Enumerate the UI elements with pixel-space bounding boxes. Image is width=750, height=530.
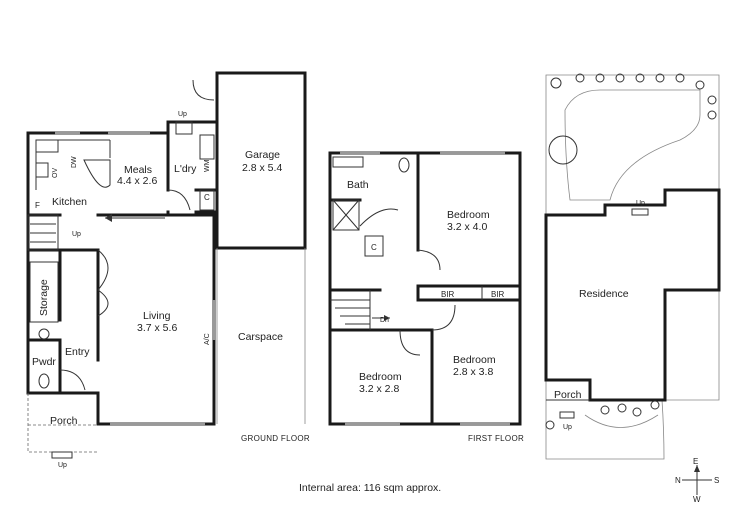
bedroom-1-label: Bedroom bbox=[447, 209, 490, 221]
first-cupboard-label: C bbox=[371, 243, 377, 252]
compass-e: E bbox=[693, 457, 698, 466]
cupboard-label: C bbox=[204, 193, 210, 202]
ground-floor-caption: GROUND FLOOR bbox=[241, 434, 310, 443]
air-con-label: A/C bbox=[204, 333, 211, 345]
laundry-label: L'dry bbox=[174, 163, 197, 175]
dishwasher-label: DW bbox=[71, 156, 78, 168]
compass-icon bbox=[682, 465, 712, 495]
porch-up-label: Up bbox=[58, 462, 67, 469]
ground-floor-plan bbox=[26, 71, 307, 459]
compass-w: W bbox=[693, 495, 701, 504]
garage-dimensions: 2.8 x 5.4 bbox=[242, 162, 282, 174]
meals-dimensions: 4.4 x 2.6 bbox=[117, 175, 157, 187]
site-up-top-label: Up bbox=[636, 200, 645, 207]
living-dimensions: 3.7 x 5.6 bbox=[137, 322, 177, 334]
site-porch-label: Porch bbox=[554, 389, 582, 401]
meals-label: Meals bbox=[124, 164, 152, 176]
bath-label: Bath bbox=[347, 179, 369, 191]
fridge-label: F bbox=[35, 201, 40, 210]
carspace-label: Carspace bbox=[238, 331, 283, 343]
powder-label: Pwdr bbox=[32, 356, 56, 368]
bir-2-label: BIR bbox=[491, 290, 505, 299]
site-plan bbox=[544, 73, 721, 460]
bedroom-3-label: Bedroom bbox=[453, 354, 496, 366]
washing-machine-label: WM bbox=[204, 159, 211, 172]
ground-stairs-up-label: Up bbox=[72, 231, 81, 238]
living-label: Living bbox=[143, 310, 171, 322]
compass-s: S bbox=[714, 476, 719, 485]
internal-area-text: Internal area: 116 sqm approx. bbox=[299, 482, 441, 494]
ground-porch-label: Porch bbox=[50, 415, 78, 427]
kitchen-label: Kitchen bbox=[52, 196, 87, 208]
site-up-bottom-label: Up bbox=[563, 424, 572, 431]
garage-label: Garage bbox=[245, 149, 280, 161]
oven-label: OV bbox=[52, 168, 59, 178]
storage-label: Storage bbox=[38, 279, 50, 316]
bedroom-2-dimensions: 3.2 x 2.8 bbox=[359, 383, 399, 395]
compass-n: N bbox=[675, 476, 681, 485]
entry-label: Entry bbox=[65, 346, 90, 358]
bir-1-label: BIR bbox=[441, 290, 455, 299]
bedroom-3-dimensions: 2.8 x 3.8 bbox=[453, 366, 493, 378]
first-floor-plan bbox=[328, 151, 522, 426]
bedroom-1-dimensions: 3.2 x 4.0 bbox=[447, 221, 487, 233]
bedroom-2-label: Bedroom bbox=[359, 371, 402, 383]
laundry-up-label: Up bbox=[178, 111, 187, 118]
stairs-down-label: Dn bbox=[380, 317, 389, 324]
residence-label: Residence bbox=[579, 288, 629, 300]
first-floor-caption: FIRST FLOOR bbox=[468, 434, 524, 443]
